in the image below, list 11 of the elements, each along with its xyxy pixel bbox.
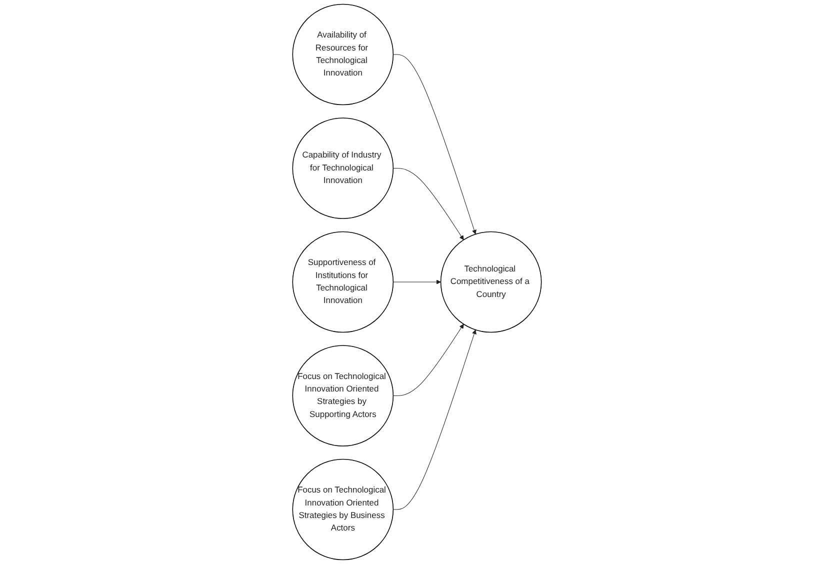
node-circle: Capability of Industry for Technological Innovation (292, 118, 394, 219)
node-circle: Focus on Technological Innovation Oriented Strategies by Business Actors (292, 458, 394, 560)
node-circle: Focus on Technological Innovation Oriented Strategies by Supporting Actors (292, 345, 394, 446)
arrow (392, 168, 464, 240)
node-circle: Supportiveness of Institutions for Technological Innovation (292, 231, 394, 333)
arrow (392, 324, 464, 396)
node-circle: Availability of Resources for Technological Innovation (292, 4, 394, 106)
arrow (392, 54, 476, 234)
arrow (392, 330, 476, 510)
arrow (392, 280, 441, 284)
node-circle: Technological Competitiveness of a Country (440, 231, 542, 333)
